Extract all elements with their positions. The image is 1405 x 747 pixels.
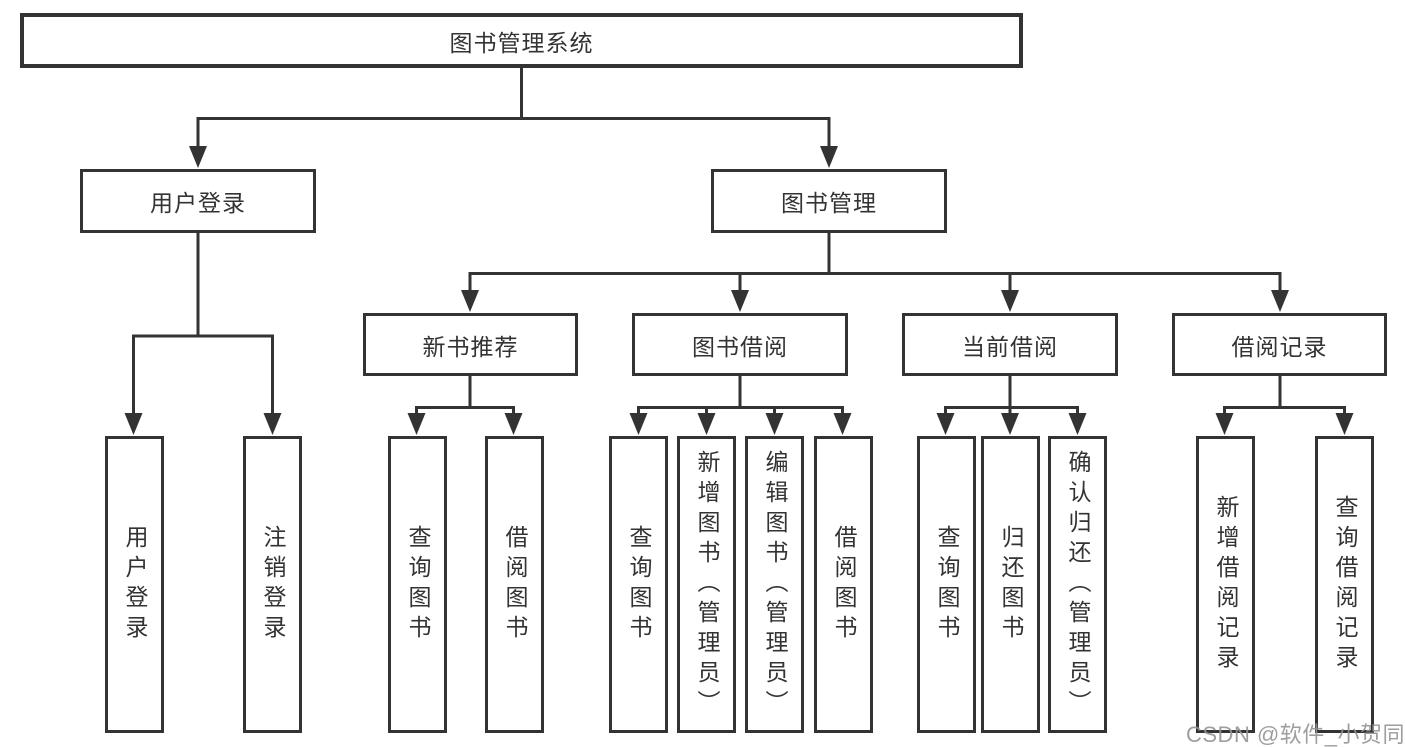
node-label: 借阅记录	[1231, 333, 1328, 360]
node-current-borrowing: 当前借阅	[902, 313, 1118, 376]
node-label: 新增图书（管理员）	[694, 449, 720, 720]
leaf-user-login: 用户登录	[105, 436, 164, 733]
leaf-add-borrow-record: 新增借阅记录	[1196, 436, 1255, 733]
leaf-edit-books-admin: 编辑图书（管理员）	[745, 436, 804, 733]
leaf-query-books-current: 查询图书	[917, 436, 976, 733]
node-label: 查询图书	[626, 524, 652, 645]
node-label: 用户登录	[150, 190, 246, 216]
node-label: 查询借阅记录	[1332, 494, 1358, 675]
node-label: 新增借阅记录	[1213, 494, 1239, 675]
node-label: 查询图书	[405, 524, 431, 645]
leaf-borrow-books-recommend: 借阅图书	[485, 436, 544, 733]
leaf-confirm-return-admin: 确认归还（管理员）	[1048, 436, 1107, 733]
node-label: 图书管理系统	[449, 29, 594, 56]
leaf-logout-login: 注销登录	[243, 436, 302, 733]
leaf-borrow-books-borrowing: 借阅图书	[814, 436, 873, 733]
node-new-book-recommend: 新书推荐	[363, 313, 578, 376]
leaf-query-books-recommend: 查询图书	[388, 436, 447, 733]
node-label: 归还图书	[998, 524, 1024, 645]
node-label: 当前借阅	[962, 333, 1058, 360]
leaf-query-borrow-record: 查询借阅记录	[1315, 436, 1374, 733]
node-borrowing-records: 借阅记录	[1172, 313, 1387, 376]
node-label: 编辑图书（管理员）	[762, 449, 788, 720]
watermark: CSDN @软件_小贺同学	[1186, 722, 1405, 747]
node-label: 新书推荐	[422, 333, 519, 360]
leaf-return-books: 归还图书	[981, 436, 1040, 733]
node-label: 借阅图书	[831, 524, 857, 645]
leaf-query-books-borrowing: 查询图书	[609, 436, 668, 733]
node-root: 图书管理系统	[20, 13, 1023, 68]
node-book-management: 图书管理	[711, 169, 947, 233]
node-label: 注销登录	[260, 524, 286, 645]
node-label: 确认归还（管理员）	[1065, 449, 1091, 720]
node-label: 图书借阅	[692, 333, 788, 360]
node-label: 图书管理	[781, 190, 877, 216]
node-user-login: 用户登录	[80, 169, 316, 233]
leaf-add-books-admin: 新增图书（管理员）	[677, 436, 736, 733]
node-label: 借阅图书	[502, 524, 528, 645]
node-label: 用户登录	[122, 524, 148, 645]
node-label: 查询图书	[934, 524, 960, 645]
node-book-borrowing: 图书借阅	[632, 313, 848, 376]
